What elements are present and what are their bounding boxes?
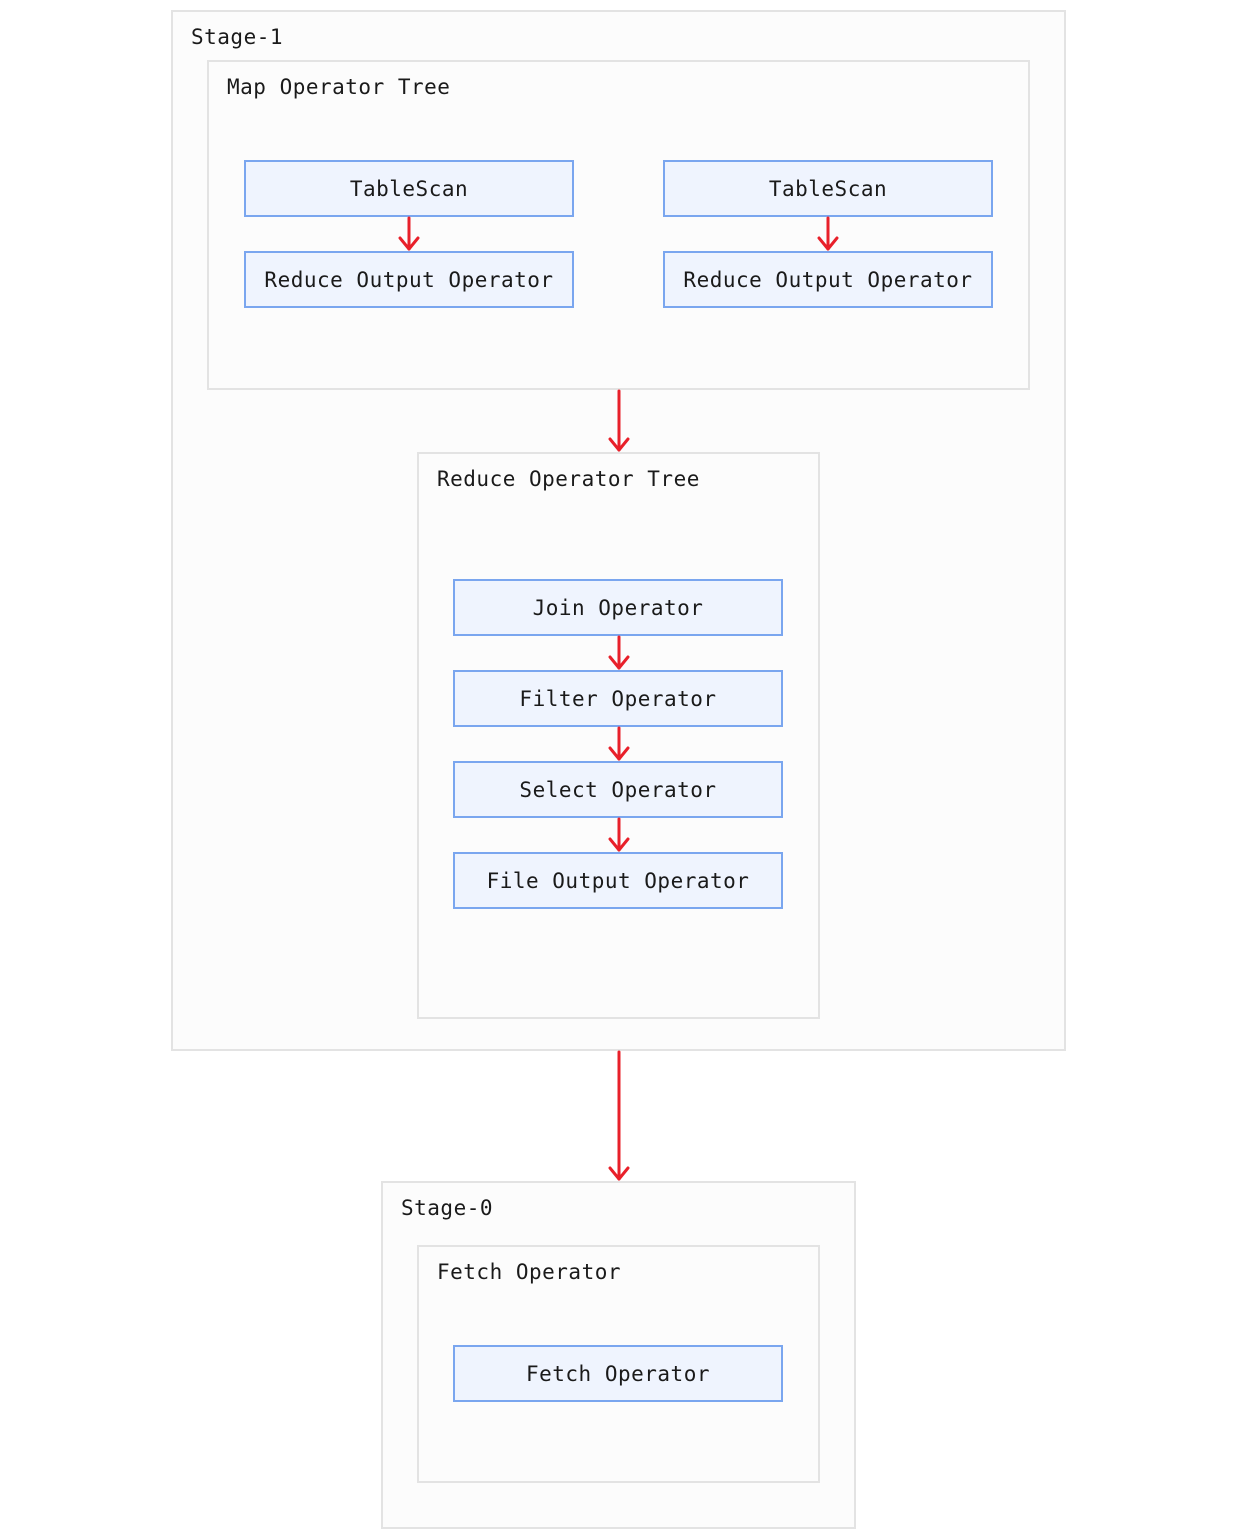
map-operator-tree-title: Map Operator Tree xyxy=(227,75,451,99)
map-operator-tree-container: Map Operator Tree xyxy=(207,60,1030,390)
reduce-operator-tree-container: Reduce Operator Tree xyxy=(417,452,820,1019)
node-select-operator[interactable]: Select Operator xyxy=(453,761,783,818)
stage-0-title: Stage-0 xyxy=(401,1196,494,1220)
node-fetch-operator[interactable]: Fetch Operator xyxy=(453,1345,783,1402)
node-tablescan-right[interactable]: TableScan xyxy=(663,160,993,217)
fetch-operator-container-title: Fetch Operator xyxy=(437,1260,622,1284)
node-filter-operator[interactable]: Filter Operator xyxy=(453,670,783,727)
stage-1-title: Stage-1 xyxy=(191,25,284,49)
node-reduce-output-left[interactable]: Reduce Output Operator xyxy=(244,251,574,308)
reduce-operator-tree-title: Reduce Operator Tree xyxy=(437,467,700,491)
node-file-output-operator[interactable]: File Output Operator xyxy=(453,852,783,909)
node-join-operator[interactable]: Join Operator xyxy=(453,579,783,636)
node-reduce-output-right[interactable]: Reduce Output Operator xyxy=(663,251,993,308)
edge-stage-1-to-stage-0 xyxy=(608,1050,630,1181)
node-tablescan-left[interactable]: TableScan xyxy=(244,160,574,217)
